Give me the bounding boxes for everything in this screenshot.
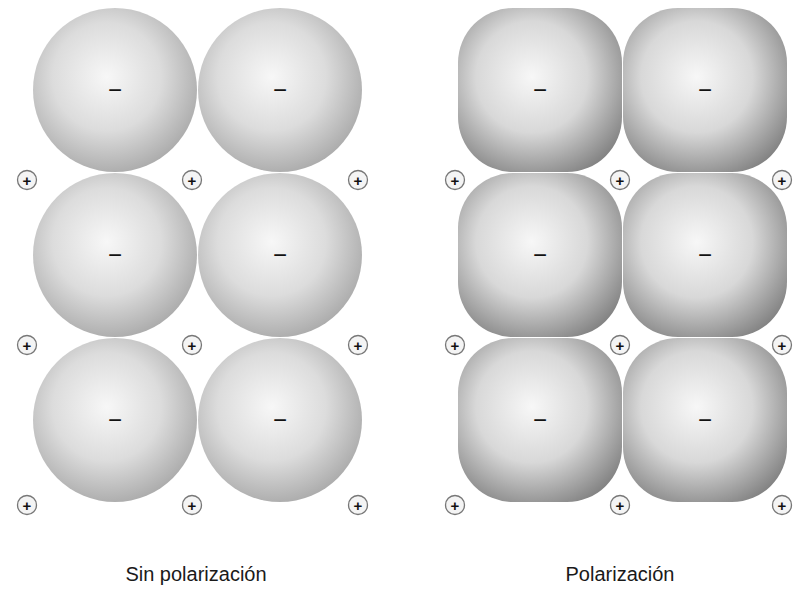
charge-sign: − [698,78,712,102]
polarized-body [623,8,787,172]
cation-circle: + [609,334,631,356]
cation-outline [183,171,202,190]
polarized-anion: − [622,172,788,338]
sphere-body [198,173,362,337]
cation-outline [18,171,37,190]
charge-sign: − [533,408,547,432]
cation-outline [183,336,202,355]
charge-sign: + [23,498,32,513]
charge-sign: − [698,408,712,432]
panel-caption: Polarización [566,563,675,586]
charge-sign: + [616,173,625,188]
cation-outline [349,336,368,355]
charge-sign: + [778,173,787,188]
polarized-anion: − [457,337,623,503]
polarized-anion: − [457,172,623,338]
charge-sign: + [616,338,625,353]
charge-sign: + [451,498,460,513]
cation-outline [611,171,630,190]
charge-sign: + [188,173,197,188]
anion-sphere: − [197,337,363,503]
charge-sign: + [451,173,460,188]
anion-sphere: − [32,172,198,338]
charge-sign: − [108,78,122,102]
cation-outline [611,496,630,515]
cation-circle: + [181,494,203,516]
panel-caption: Sin polarización [125,563,266,586]
cation-outline [18,496,37,515]
cation-circle: + [181,334,203,356]
cation-outline [349,171,368,190]
charge-sign: + [188,498,197,513]
charge-sign: − [533,243,547,267]
polarized-body [458,173,622,337]
charge-sign: − [533,78,547,102]
cation-outline [611,336,630,355]
charge-sign: + [23,173,32,188]
polarized-body [623,173,787,337]
cation-outline [446,496,465,515]
polarized-body [458,338,622,502]
cation-outline [773,496,792,515]
sphere-body [33,173,197,337]
charge-sign: + [188,338,197,353]
anion-sphere: − [32,7,198,173]
charge-sign: − [273,408,287,432]
sphere-body [33,338,197,502]
charge-sign: + [354,173,363,188]
cation-circle: + [16,169,38,191]
cation-circle: + [771,494,793,516]
charge-sign: + [23,338,32,353]
anion-sphere: − [197,172,363,338]
cation-circle: + [609,494,631,516]
sphere-body [198,338,362,502]
cation-circle: + [347,334,369,356]
cation-outline [183,496,202,515]
sphere-body [198,8,362,172]
polarized-anion: − [457,7,623,173]
charge-sign: + [616,498,625,513]
cation-circle: + [16,334,38,356]
cation-circle: + [347,494,369,516]
charge-sign: − [273,78,287,102]
cation-circle: + [771,334,793,356]
anion-sphere: − [197,7,363,173]
charge-sign: + [354,338,363,353]
anion-sphere: − [32,337,198,503]
sphere-body [33,8,197,172]
cation-outline [349,496,368,515]
charge-sign: − [273,243,287,267]
charge-sign: − [698,243,712,267]
polarized-body [458,8,622,172]
cation-circle: + [444,334,466,356]
cation-circle: + [16,494,38,516]
cation-outline [18,336,37,355]
polarized-anion: − [622,337,788,503]
cation-outline [446,336,465,355]
charge-sign: + [451,338,460,353]
cation-circle: + [444,169,466,191]
polarized-body [623,338,787,502]
charge-sign: + [354,498,363,513]
cation-circle: + [347,169,369,191]
charge-sign: + [778,338,787,353]
cation-outline [446,171,465,190]
cation-circle: + [771,169,793,191]
charge-sign: − [108,408,122,432]
cation-circle: + [181,169,203,191]
cation-circle: + [444,494,466,516]
cation-outline [773,171,792,190]
cation-outline [773,336,792,355]
charge-sign: − [108,243,122,267]
charge-sign: + [778,498,787,513]
cation-circle: + [609,169,631,191]
polarized-anion: − [622,7,788,173]
